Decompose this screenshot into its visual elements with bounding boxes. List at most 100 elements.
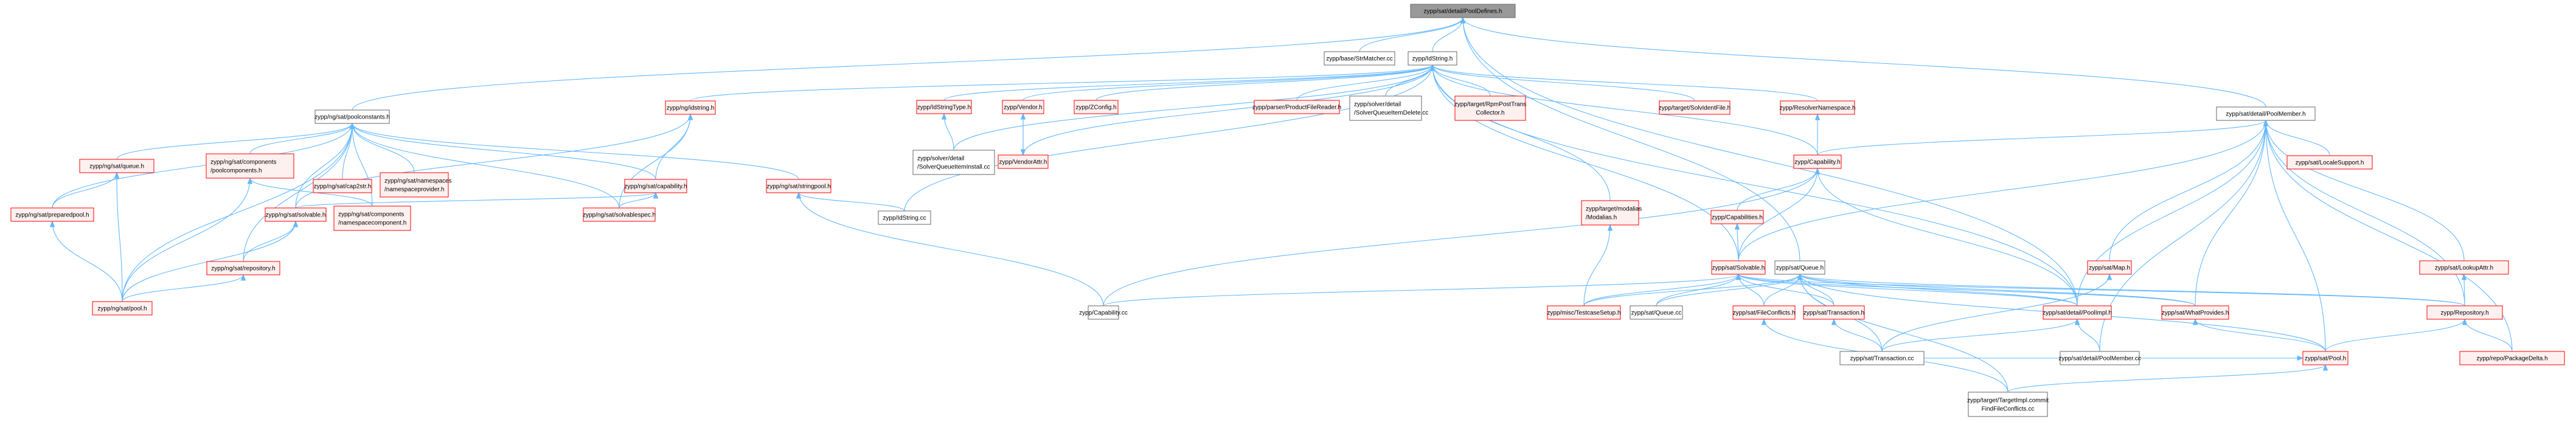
edge-sat_pool-to-repository_h xyxy=(2325,319,2465,352)
node-label: zypp/VendorAttr.h xyxy=(999,159,1047,166)
graph-node-resolvernamespace[interactable]: zypp/ResolverNamespace.h xyxy=(1779,100,1856,115)
graph-node-ng_nsprovider[interactable]: zypp/ng/sat/namespaces/namespaceprovider… xyxy=(380,172,452,198)
graph-node-ng_solvable[interactable]: zypp/ng/sat/solvable.h xyxy=(265,207,327,222)
graph-node-poolimpl[interactable]: zypp/sat/detail/PoolImpl.h xyxy=(2043,305,2112,320)
graph-node-ng_capability[interactable]: zypp/ng/sat/capability.h xyxy=(624,179,687,193)
edge-ng_idstring-to-idstring_h xyxy=(690,64,1433,102)
graph-node-sqi_delete[interactable]: zypp/solver/detail/SolverQueueItemDelete… xyxy=(1349,95,1428,121)
graph-node-idstring_cc[interactable]: zypp/IdString.cc xyxy=(878,210,931,225)
edge-repository_h-to-sat_solvable xyxy=(1738,274,2465,306)
node-label: zypp/sat/detail/PoolMember.h xyxy=(2226,111,2305,118)
edge-poolimpl-to-sat_queue_h xyxy=(1799,274,2078,306)
edge-repository_h-to-poolmember_h xyxy=(2265,120,2465,306)
edge-localesupport-to-poolmember_h xyxy=(2265,120,2330,156)
graph-node-capability_h[interactable]: zypp/Capability.h xyxy=(1793,154,1842,169)
graph-node-ng_idstring[interactable]: zypp/ng/idstring.h xyxy=(665,100,716,115)
graph-node-capability_cc[interactable]: zypp/Capability.cc xyxy=(1079,305,1128,320)
node-box xyxy=(313,179,372,193)
node-label: FindFileConflicts.cc xyxy=(1982,406,2035,413)
node-box xyxy=(1710,210,1764,224)
graph-node-idstring_h[interactable]: zypp/IdString.h xyxy=(1408,51,1457,66)
edge-vendorattr-to-idstring_h xyxy=(1022,64,1433,156)
graph-node-sat_solvable[interactable]: zypp/sat/Solvable.h xyxy=(1711,260,1766,275)
node-box xyxy=(1088,305,1119,320)
edges-layer xyxy=(49,16,2513,393)
node-label: /namespacecomponent.h xyxy=(338,220,406,227)
node-box xyxy=(2043,305,2112,320)
graph-node-testcasesetup[interactable]: zypp/misc/TestcaseSetup.h xyxy=(1547,305,1621,320)
graph-node-sat_map[interactable]: zypp/sat/Map.h xyxy=(2087,260,2132,275)
node-box xyxy=(1002,100,1044,114)
graph-node-capabilities_h[interactable]: zypp/Capabilities.h xyxy=(1710,210,1764,224)
edge-resolvernamespace-to-idstring_h xyxy=(1432,64,1818,102)
graph-node-pooldefines: zypp/sat/detail/PoolDefines.h xyxy=(1410,4,1516,18)
arrowhead-icon xyxy=(1814,113,1821,120)
node-label: zypp/parser/ProductFileReader.h xyxy=(1252,105,1341,111)
graph-node-ng_preparedpool[interactable]: zypp/ng/sat/preparedpool.h xyxy=(10,207,94,222)
graph-node-solvidentfile[interactable]: zypp/target/SolvIdentFile.h xyxy=(1659,100,1731,115)
edge-sat_solvable-to-poolmember_h xyxy=(1738,120,2266,261)
edge-capability_cc-to-ng_stringpool xyxy=(798,192,1104,306)
graph-node-ng_stringpool[interactable]: zypp/ng/sat/stringpool.h xyxy=(766,179,831,193)
graph-node-fileconflicts[interactable]: zypp/sat/FileConflicts.h xyxy=(1732,305,1796,320)
edge-ng_pool-to-ng_queue xyxy=(116,172,123,302)
node-box xyxy=(2060,351,2140,365)
graph-node-idstringtype[interactable]: zypp/IdStringType.h xyxy=(916,100,972,114)
graph-node-sat_queue_cc[interactable]: zypp/sat/Queue.cc xyxy=(1630,305,1683,320)
graph-node-targetimpl_cc[interactable]: zypp/target/TargetImpl.commitFindFileCon… xyxy=(1967,392,2049,417)
node-box xyxy=(2302,351,2349,365)
node-label: zypp/Vendor.h xyxy=(1004,105,1042,111)
node-box xyxy=(583,207,656,222)
graph-node-whatprovides[interactable]: zypp/sat/WhatProvides.h xyxy=(2161,305,2229,320)
edge-packagedelta-to-repository_h xyxy=(2464,319,2513,352)
graph-node-localesupport[interactable]: zypp/sat/LocaleSupport.h xyxy=(2286,155,2373,170)
graph-node-productfilereader[interactable]: zypp/parser/ProductFileReader.h xyxy=(1252,100,1341,114)
node-box xyxy=(916,100,972,114)
graph-node-poolconstants[interactable]: zypp/ng/sat/poolconstants.h xyxy=(314,109,390,124)
graph-node-poolmember_h[interactable]: zypp/sat/detail/PoolMember.h xyxy=(2216,106,2316,121)
graph-node-ng_nscomponent[interactable]: zypp/ng/sat/components/namespacecomponen… xyxy=(333,206,411,231)
graph-node-transaction_cc[interactable]: zypp/sat/Transaction.cc xyxy=(1839,351,1925,365)
graph-node-strmatcher_cc[interactable]: zypp/base/StrMatcher.cc xyxy=(1324,51,1395,66)
arrowhead-icon xyxy=(293,220,299,227)
node-label: /namespaceprovider.h xyxy=(384,187,444,193)
graph-node-transaction_h[interactable]: zypp/sat/Transaction.h xyxy=(1803,305,1865,320)
node-box xyxy=(766,179,831,193)
graph-node-vendor_h[interactable]: zypp/Vendor.h xyxy=(1002,100,1044,114)
graph-node-sqi_install[interactable]: zypp/solver/detail/SolverQueueItemInstal… xyxy=(912,150,995,175)
node-box xyxy=(1732,305,1796,320)
node-label: zypp/ng/idstring.h xyxy=(667,105,714,112)
graph-node-vendorattr[interactable]: zypp/VendorAttr.h xyxy=(998,154,1049,169)
edge-solvidentfile-to-idstring_h xyxy=(1432,64,1695,102)
arrowhead-icon xyxy=(349,122,355,130)
node-label: zypp/repo/PackageDelta.h xyxy=(2476,356,2547,362)
edge-ng_repository-to-poolconstants xyxy=(243,123,353,262)
node-label: zypp/ng/sat/components xyxy=(210,159,276,166)
graph-node-ng_queue[interactable]: zypp/ng/sat/queue.h xyxy=(79,159,154,173)
graph-node-zconfig[interactable]: zypp/ZConfig.h xyxy=(1074,100,1119,114)
arrowhead-icon xyxy=(687,113,693,120)
graph-node-lookupattr[interactable]: zypp/sat/LookupAttr.h xyxy=(2419,260,2509,275)
node-box xyxy=(1349,95,1422,121)
graph-node-ng_pool[interactable]: zypp/ng/sat/pool.h xyxy=(92,301,153,316)
arrowhead-icon xyxy=(1797,273,1803,280)
node-label: zypp/Capabilities.h xyxy=(1712,215,1763,221)
node-label: zypp/sat/LookupAttr.h xyxy=(2435,265,2493,272)
graph-node-ng_poolcomponents[interactable]: zypp/ng/sat/components/poolcomponents.h xyxy=(206,153,294,179)
node-label: zypp/sat/detail/PoolDefines.h xyxy=(1424,9,1502,15)
edge-capabilities_h-to-capability_h xyxy=(1737,168,1818,211)
graph-node-repository_h[interactable]: zypp/Repository.h xyxy=(2426,305,2503,320)
node-box xyxy=(2459,351,2565,365)
graph-node-ng_solvablespec[interactable]: zypp/ng/sat/solvablespec.h xyxy=(583,207,656,222)
graph-node-sat_queue_h[interactable]: zypp/sat/Queue.h xyxy=(1774,260,1825,275)
graph-node-modalias[interactable]: zypp/target/modalias/Modalias.h xyxy=(1581,200,1642,226)
graph-node-sat_pool[interactable]: zypp/sat/Pool.h xyxy=(2302,351,2349,365)
node-box xyxy=(1774,260,1825,275)
node-label: zypp/IdStringType.h xyxy=(917,105,971,111)
graph-node-ng_repository[interactable]: zypp/ng/sat/repository.h xyxy=(206,261,280,275)
graph-node-poolmember_cc[interactable]: zypp/sat/detail/PoolMember.cc xyxy=(2058,351,2141,365)
graph-node-packagedelta[interactable]: zypp/repo/PackageDelta.h xyxy=(2459,351,2565,365)
graph-node-ng_cap2str[interactable]: zypp/ng/sat/cap2str.h xyxy=(313,179,372,193)
arrowhead-icon xyxy=(247,177,253,184)
